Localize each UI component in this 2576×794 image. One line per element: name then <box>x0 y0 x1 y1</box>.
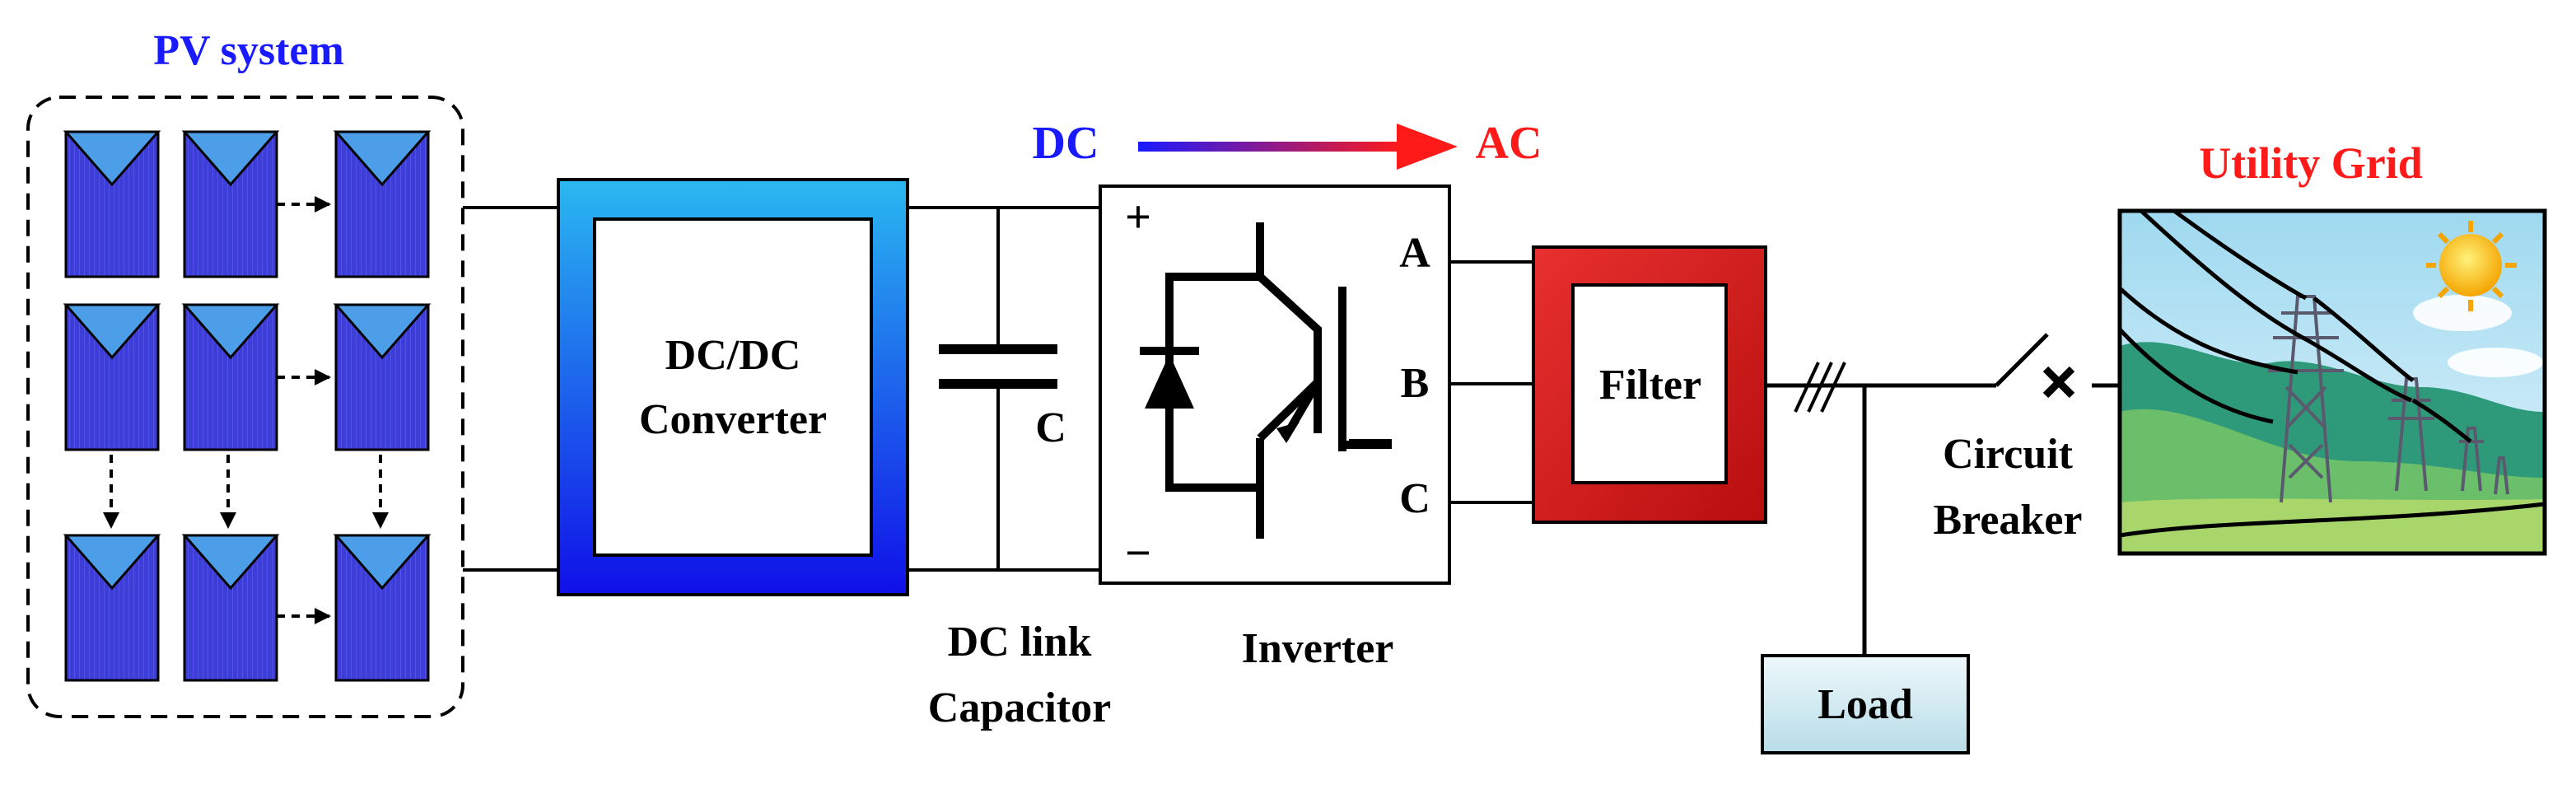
dc-ac-arrow <box>1138 124 1458 170</box>
diode-triangle <box>1145 354 1194 409</box>
pv-panel-array <box>63 130 432 682</box>
dc-bus-wires <box>463 206 1100 572</box>
inverter-plus-label: + <box>1125 192 1151 243</box>
pv-panel-icon <box>333 303 432 451</box>
dc-label: DC <box>1033 118 1099 169</box>
filter-label: Filter <box>1599 362 1701 409</box>
circuit-breaker-switch-icon <box>1995 333 2075 399</box>
breaker-label-line1: Circuit <box>1943 431 2074 478</box>
pv-panel-icon <box>181 534 280 682</box>
dc-link-label-line1: DC link <box>948 619 1092 666</box>
load-block: Load <box>1761 654 1970 754</box>
pv-panel-icon <box>63 130 161 278</box>
inverter-minus-label: − <box>1125 528 1151 579</box>
igbt-arrow <box>1276 422 1300 443</box>
pv-system-title: PV system <box>153 27 344 74</box>
ac-label: AC <box>1476 118 1542 169</box>
sun-icon <box>2426 221 2517 311</box>
pv-panel-icon <box>63 303 161 451</box>
pv-system-boundary <box>26 96 464 718</box>
capacitor-symbol-label: C <box>1035 404 1066 451</box>
pv-panel-icon <box>63 534 161 682</box>
utility-grid-picture <box>2117 208 2547 556</box>
pv-panel-icon <box>181 303 280 451</box>
phase-a-label: A <box>1399 230 1430 277</box>
inverter-block: + − <box>1099 184 1451 585</box>
filter-block: Filter <box>1532 245 1767 524</box>
inverter-label: Inverter <box>1242 625 1394 672</box>
pv-panel-icon <box>333 534 432 682</box>
load-label: Load <box>1818 681 1913 728</box>
capacitor-icon <box>939 344 1057 389</box>
ac-output-wires <box>1766 383 2120 657</box>
three-phase-slash-icon <box>1794 362 1846 413</box>
pv-connection-arrows <box>103 196 389 624</box>
dcdc-label-line1: DC/DC <box>665 332 801 379</box>
three-phase-wires <box>1449 260 1533 504</box>
pv-panel-icon <box>333 130 432 278</box>
pv-panel-icon <box>181 130 280 278</box>
phase-c-label: C <box>1399 475 1430 522</box>
dcdc-converter: DC/DC Converter <box>557 178 909 596</box>
phase-b-label: B <box>1401 360 1430 407</box>
dcdc-label-line2: Converter <box>639 396 827 443</box>
breaker-label-line2: Breaker <box>1934 497 2083 544</box>
dc-link-label-line2: Capacitor <box>928 684 1111 731</box>
utility-grid-title: Utility Grid <box>2199 138 2422 188</box>
